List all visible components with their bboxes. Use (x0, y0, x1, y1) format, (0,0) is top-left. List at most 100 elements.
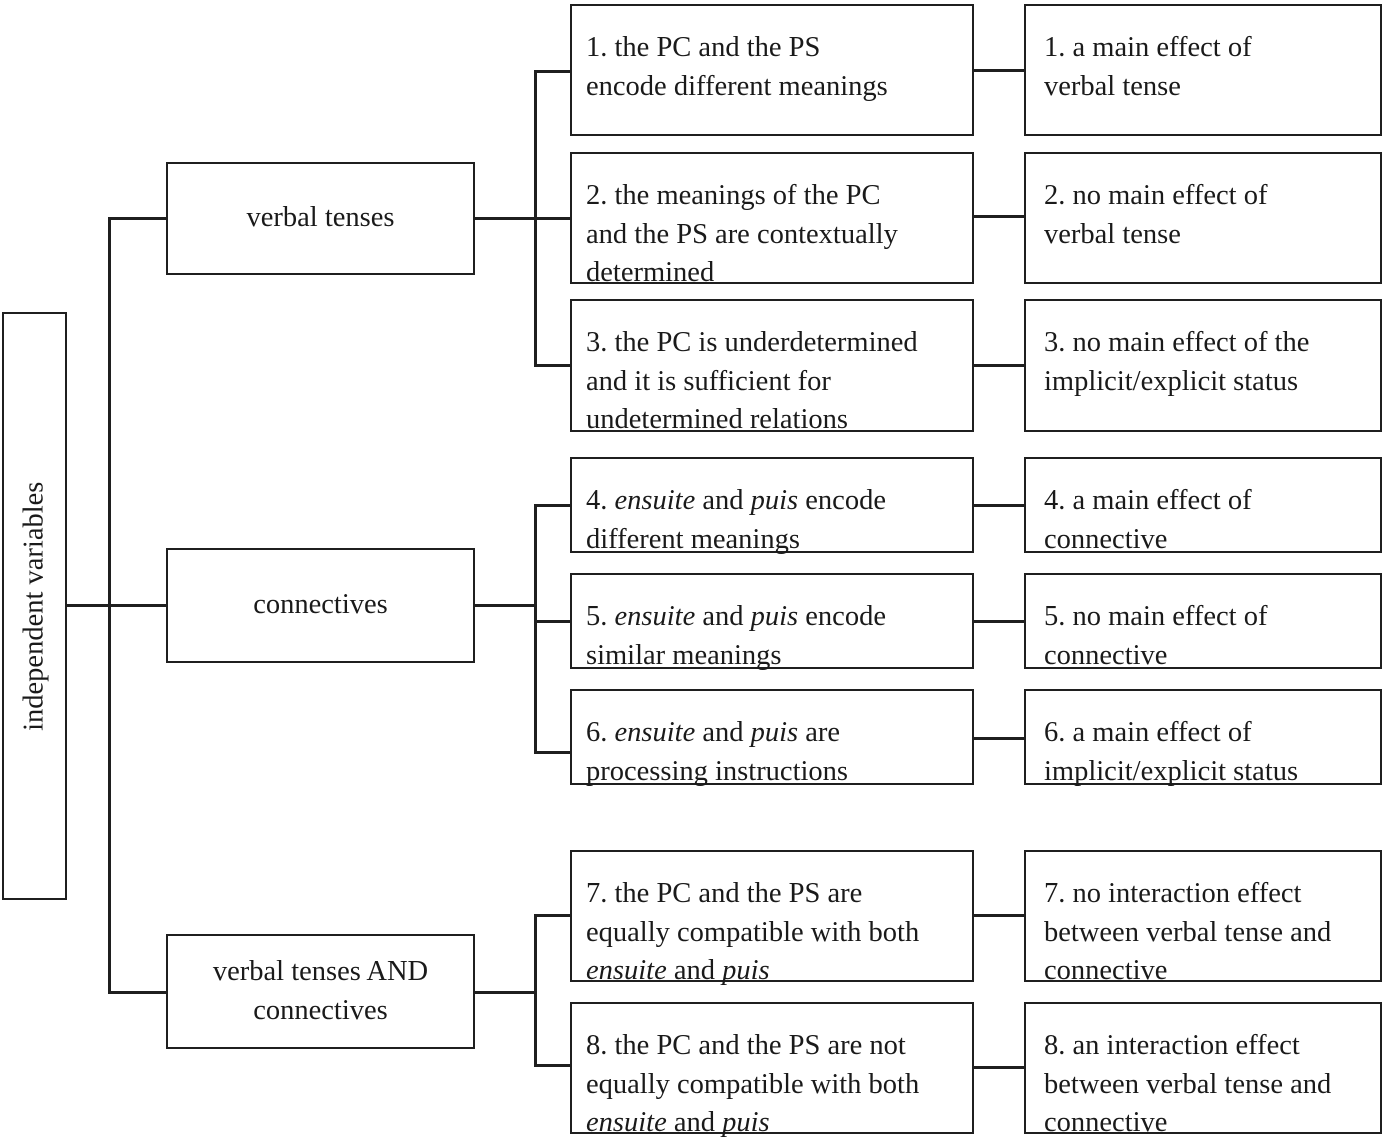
category-label-line: connectives (253, 994, 388, 1026)
prediction-box-3: 3. no main effect of the implicit/explici… (1024, 299, 1382, 432)
prediction-text-line: between verbal tense and (1044, 1068, 1332, 1100)
text-run: 4. (586, 485, 615, 516)
hypothesis-text-line: similar meanings (586, 637, 972, 676)
hypothesis-box-3: 3. the PC is underdetermined and it is su… (570, 299, 974, 435)
hypothesis-text-line: undetermined relations (586, 401, 972, 440)
text-run: and (695, 601, 751, 632)
category-verbal-tenses: verbal tenses (166, 162, 475, 275)
italic-term: ensuite (614, 717, 696, 748)
text-run: 6. (586, 717, 615, 748)
connector-category-1 (108, 217, 166, 220)
hypothesis-box-7: 7. the PC and the PS are equally compatib… (570, 850, 974, 986)
connector-pred-3 (974, 364, 1024, 367)
connector-pred-7 (974, 914, 1024, 917)
text-run: and (666, 955, 723, 986)
text-run: are (798, 717, 841, 748)
prediction-box-4: 4. a main effect of connective (1024, 457, 1382, 555)
connector-pred-4 (974, 504, 1024, 507)
hypothesis-text-line: equally compatible with both (586, 1066, 972, 1105)
category-label-line: verbal tenses (246, 202, 395, 234)
connector-pred-2 (974, 215, 1024, 218)
prediction-text-line: connective (1044, 955, 1168, 986)
connector-pred-5 (974, 620, 1024, 623)
text-run: similar meanings (586, 639, 782, 671)
connector-hyp-5 (534, 620, 570, 623)
connector-category-2 (108, 604, 166, 607)
text-run: and it is sufficient for (586, 365, 831, 397)
hypothesis-text-line: 2. the meanings of the PC (586, 177, 972, 216)
connector-pred-8 (974, 1066, 1024, 1069)
prediction-text-line: 3. no main effect of the (1044, 327, 1310, 358)
connector-hyp-1 (534, 70, 570, 73)
prediction-text-line: 7. no interaction effect (1044, 878, 1302, 909)
hypothesis-text-line: 4. ensuite and puis encode (586, 482, 972, 521)
text-run: and (666, 1107, 723, 1138)
category-label: connectives (253, 586, 388, 625)
text-run: encode (798, 485, 886, 516)
italic-term: ensuite (586, 955, 667, 986)
connector-hyp-8 (534, 1064, 570, 1067)
prediction-box-7: 7. no interaction effect between verbal t… (1024, 850, 1382, 986)
connector-root-stub (67, 604, 111, 607)
hypothesis-text-line: encode different meanings (586, 68, 972, 107)
italic-term: puis (750, 717, 799, 748)
root-box: independent variables (2, 312, 67, 900)
category-label-line: verbal tenses AND (212, 956, 429, 987)
hypothesis-text-line: ensuite and puis (586, 1104, 972, 1143)
connector-cat2-stub (475, 604, 537, 607)
prediction-text-line: 8. an interaction effect (1044, 1030, 1300, 1061)
text-run: equally compatible with both (586, 1068, 920, 1100)
connector-cat2-trunk (534, 504, 537, 754)
hypothesis-text-line: 5. ensuite and puis encode (586, 598, 972, 637)
hypothesis-text-line: 8. the PC and the PS are not (586, 1027, 972, 1066)
text-run: 8. the PC and the PS are not (586, 1030, 906, 1061)
hypothesis-text-line: and the PS are contextually (586, 216, 972, 255)
prediction-box-2: 2. no main effect of verbal tense (1024, 152, 1382, 284)
prediction-text-line: connective (1044, 523, 1168, 555)
hypothesis-text-line: equally compatible with both (586, 914, 972, 953)
connector-hyp-7 (534, 914, 570, 917)
hypothesis-text-line: determined (586, 254, 972, 293)
prediction-text-line: implicit/explicit status (1044, 365, 1299, 397)
hypothesis-box-8: 8. the PC and the PS are not equally comp… (570, 1002, 974, 1138)
hypothesis-text-line: different meanings (586, 521, 972, 560)
connector-pred-1 (974, 69, 1024, 72)
prediction-text-line: verbal tense (1044, 218, 1181, 250)
connector-hyp-3 (534, 364, 570, 367)
connector-hyp-2 (534, 217, 570, 220)
text-run: 2. the meanings of the PC (586, 180, 881, 211)
text-run: 7. the PC and the PS are (586, 878, 863, 909)
prediction-text-line: between verbal tense and (1044, 916, 1332, 948)
prediction-box-8: 8. an interaction effect between verbal t… (1024, 1002, 1382, 1138)
hypothesis-text-line: and it is sufficient for (586, 363, 972, 402)
hypothesis-text-line: 6. ensuite and puis are (586, 714, 972, 753)
connector-category-3 (108, 991, 166, 994)
root-label: independent variables (18, 481, 50, 731)
italic-term: puis (722, 1107, 770, 1138)
connector-pred-6 (974, 737, 1024, 740)
text-run: different meanings (586, 523, 800, 555)
italic-term: puis (722, 955, 770, 986)
hypothesis-text-line: 7. the PC and the PS are (586, 875, 972, 914)
text-run: and the PS are contextually (586, 218, 898, 250)
text-run: 3. the PC is underdetermined (586, 327, 918, 358)
italic-term: ensuite (614, 601, 696, 632)
category-label-line: connectives (253, 589, 388, 621)
category-label: verbal tenses AND connectives (213, 953, 428, 1030)
prediction-text-line: implicit/explicit status (1044, 755, 1299, 787)
connector-hyp-6 (534, 751, 570, 754)
prediction-text-line: 4. a main effect of (1044, 485, 1252, 516)
hypothesis-text-line: 1. the PC and the PS (586, 29, 972, 68)
hypothesis-box-2: 2. the meanings of the PC and the PS are … (570, 152, 974, 288)
text-run: equally compatible with both (586, 916, 920, 948)
hypothesis-text-line: ensuite and puis (586, 952, 972, 991)
connector-hyp-4 (534, 504, 570, 507)
prediction-text-line: 2. no main effect of (1044, 180, 1268, 211)
